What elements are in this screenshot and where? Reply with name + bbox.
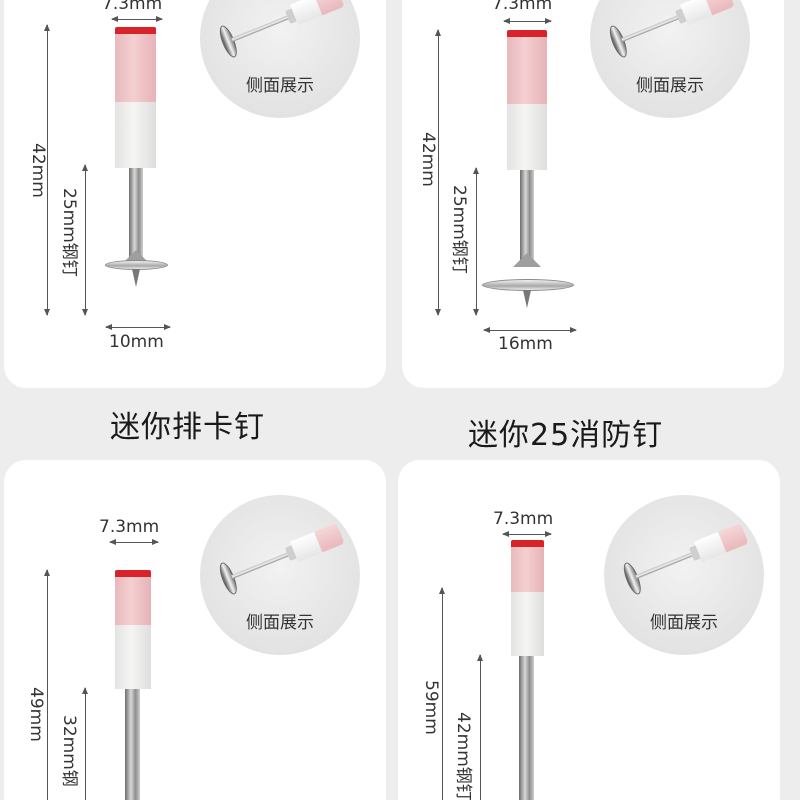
red-cap [507,30,547,37]
product-title-right: 迷你25消防钉 [468,418,664,453]
nail-tip [132,269,140,287]
cap-width-arrow [502,531,552,537]
steel-shaft [129,168,143,260]
side-view-nail-icon [615,504,758,608]
pink-sleeve [115,577,151,625]
product-card-bottom-right: 7.3mm 59mm 42mm钢钉 侧面展示 [398,460,780,800]
side-view-label: 侧面展示 [246,613,314,633]
side-view-nail-icon [211,0,354,72]
product-title-left: 迷你排卡钉 [110,410,265,445]
steel-shaft [519,656,534,800]
nail-tip [523,290,531,308]
washer-diameter-label: 10mm [109,332,164,352]
side-view-image: 侧面展示 [200,495,360,655]
nail-length-label: 32mm钢 [59,715,79,787]
cap-width-label: 7.3mm [99,517,160,537]
cap-width-label: 7.3mm [492,0,553,14]
product-card-top-left: 7.3mm 42mm 25mm钢钉 10mm 侧面展示 [4,0,386,388]
white-sleeve [507,104,547,170]
side-view-image: 侧面展示 [590,0,750,118]
side-view-image: 侧面展示 [200,0,360,118]
white-sleeve [115,625,151,689]
side-view-nail-icon [601,0,744,72]
washer-diameter-arrow [483,327,577,333]
cap-width-arrow [111,16,163,22]
product-card-bottom-left: 7.3mm 49mm 32mm钢 侧面展示 [4,460,386,800]
nail-length-arrow [473,167,479,316]
cap-width-arrow [109,539,159,545]
total-length-arrow [439,587,445,800]
white-sleeve [115,102,156,168]
cap-width-arrow [503,18,552,24]
pink-sleeve [507,37,547,104]
product-card-top-right: 7.3mm 42mm 25mm钢钉 16mm 侧面展示 [402,0,784,388]
nail-length-label: 25mm钢钉 [59,188,79,277]
total-length-arrow [435,29,441,316]
cap-width-label: 7.3mm [493,509,554,529]
nail-length-arrow [477,654,483,800]
nail-length-label: 25mm钢钉 [449,185,469,274]
total-length-label: 42mm [418,132,438,187]
nail-length-arrow [82,164,88,316]
side-view-label: 侧面展示 [636,76,704,96]
washer-diameter-label: 16mm [498,334,553,354]
side-view-label: 侧面展示 [650,613,718,633]
washer-diameter-arrow [105,324,171,330]
nail-length-label: 42mm钢钉 [453,712,473,800]
side-view-image: 侧面展示 [604,495,764,655]
total-length-arrow [44,569,50,800]
cap-width-label: 7.3mm [102,0,163,14]
total-length-arrow [44,24,50,316]
red-cap [115,570,151,577]
steel-shaft [125,689,140,800]
nail-length-arrow [82,687,88,800]
total-length-label: 59mm [421,680,441,735]
pink-sleeve [115,34,156,102]
steel-shaft [520,170,534,260]
side-view-nail-icon [211,504,354,608]
pink-sleeve [511,547,544,592]
red-cap [115,27,156,34]
side-view-label: 侧面展示 [246,76,314,96]
white-sleeve [511,592,544,656]
washer-cone [513,253,541,267]
total-length-label: 42mm [28,143,48,198]
red-cap [511,540,544,547]
total-length-label: 49mm [26,687,46,742]
